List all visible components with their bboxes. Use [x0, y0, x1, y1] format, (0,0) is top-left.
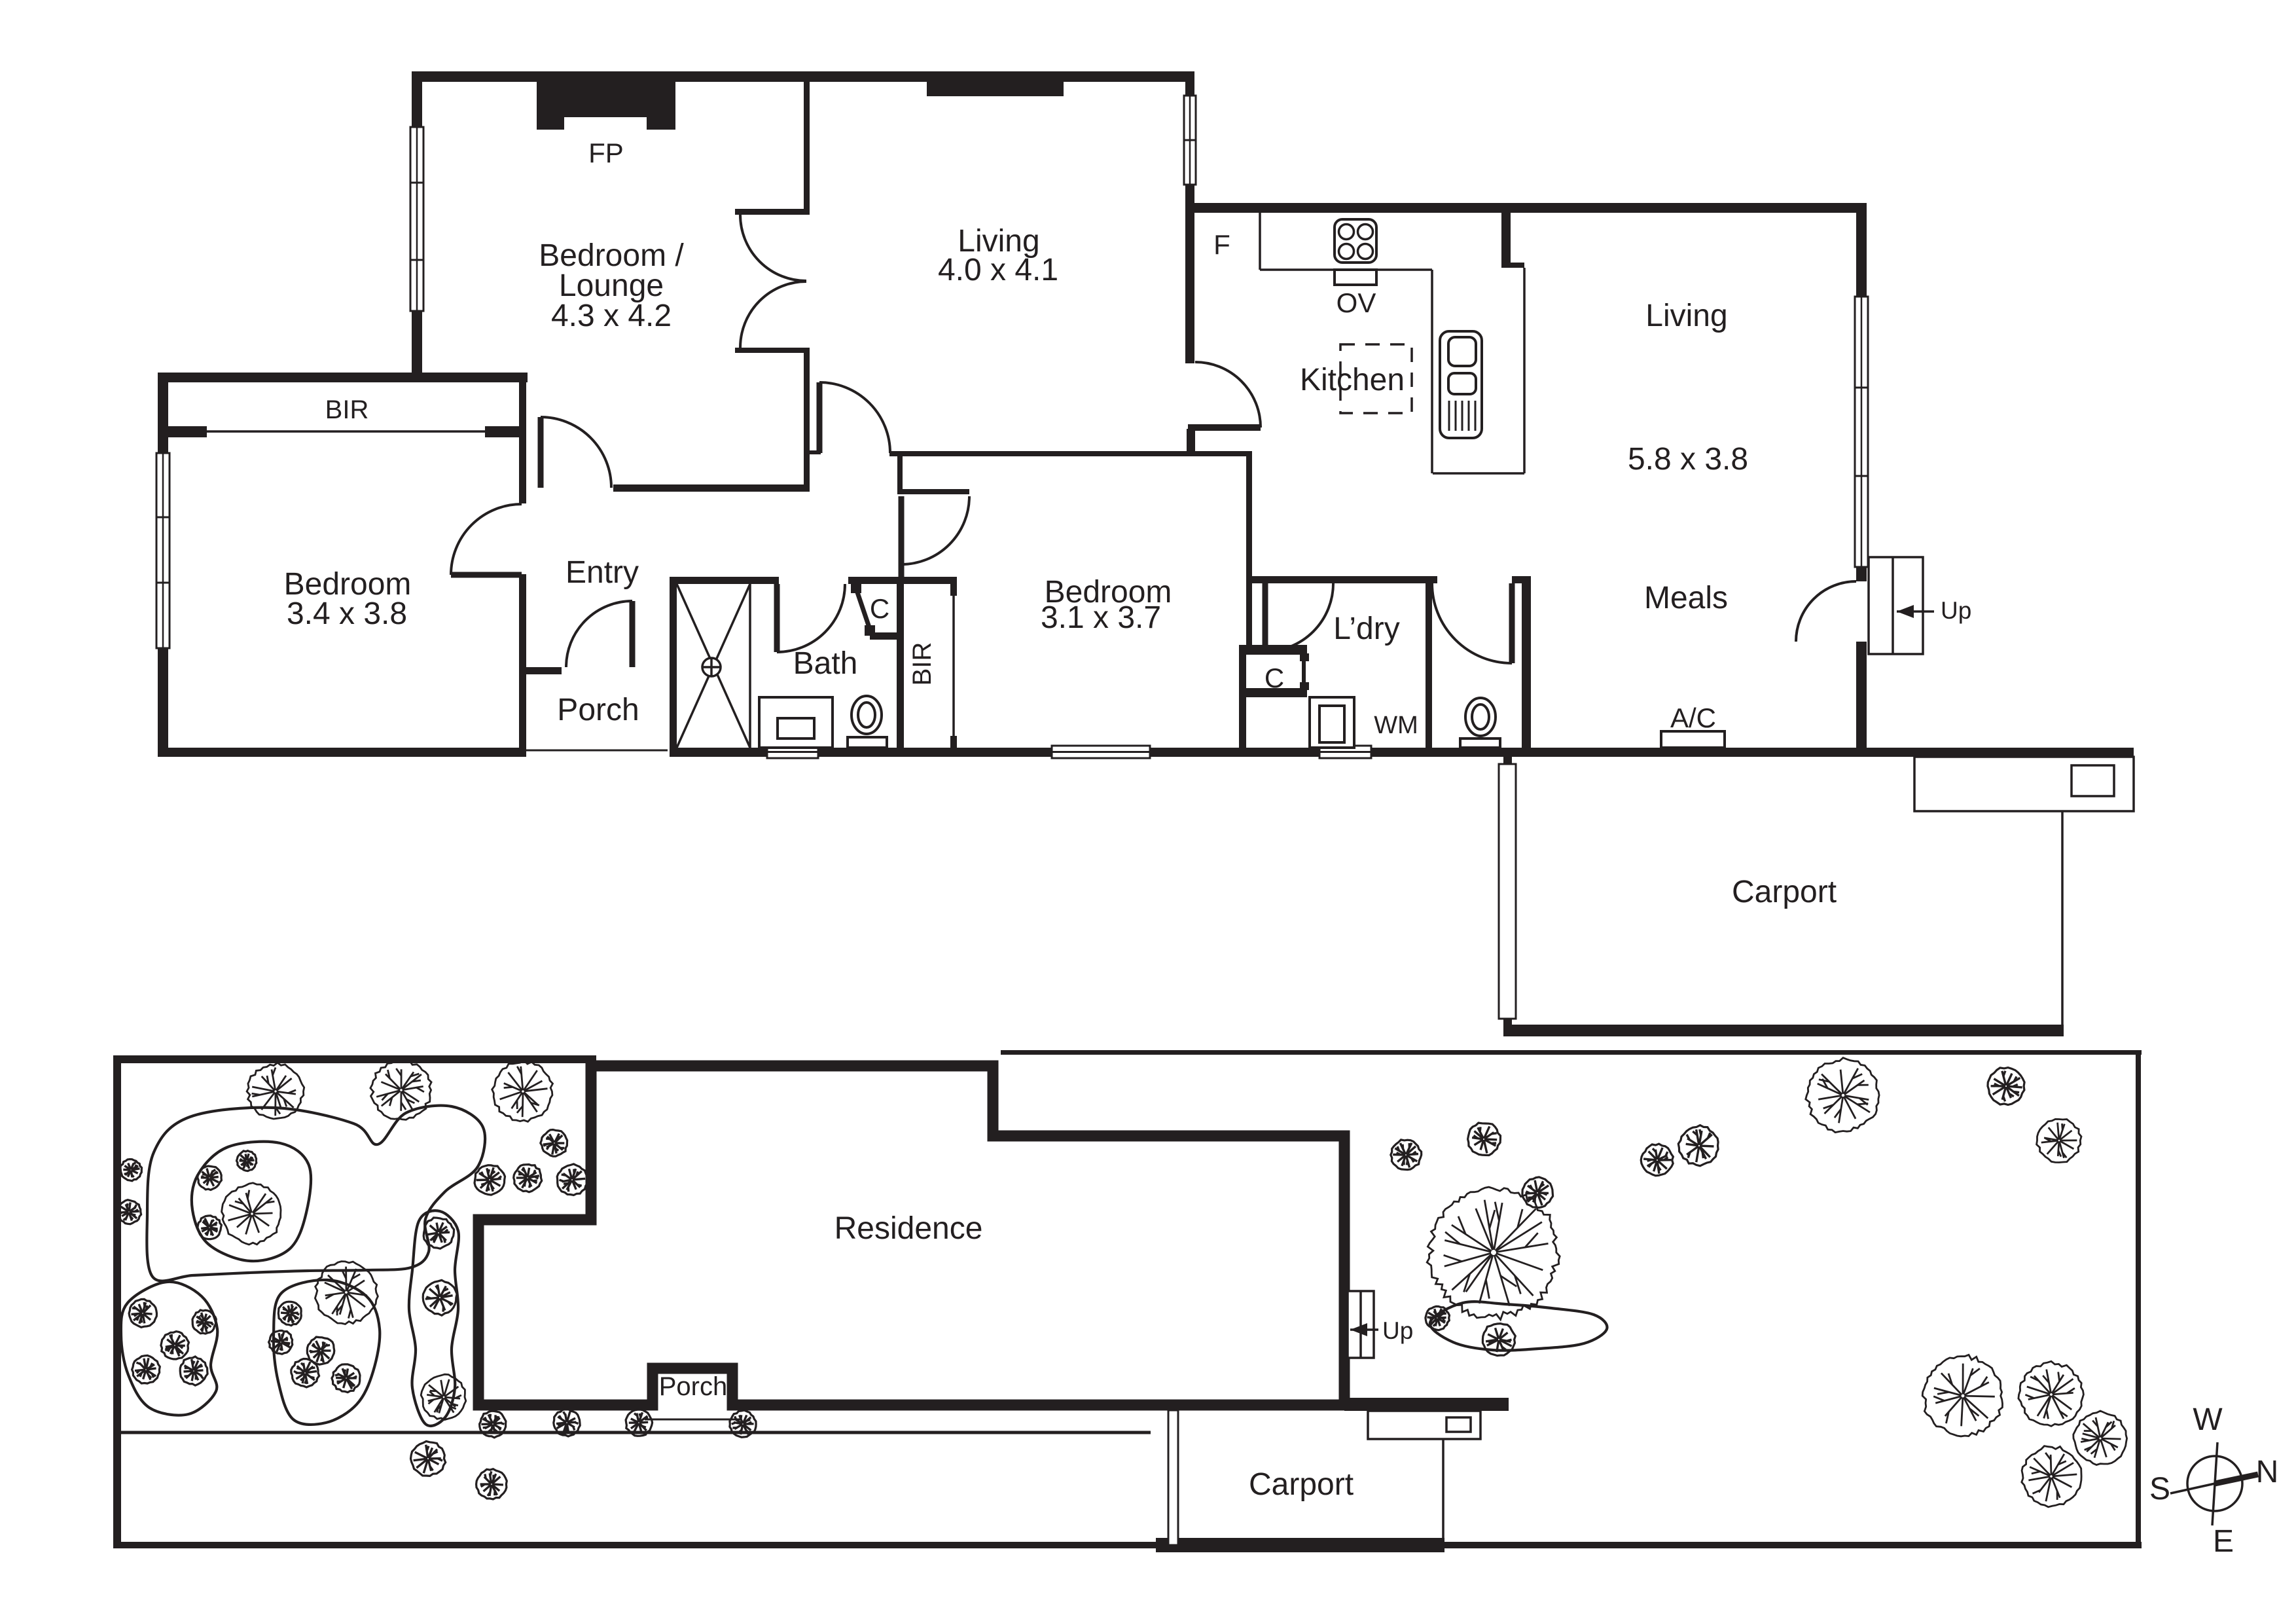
svg-text:Bath: Bath [793, 646, 858, 681]
svg-text:C: C [1265, 663, 1284, 693]
svg-text:Bedroom: Bedroom [1045, 575, 1172, 610]
svg-text:F: F [1213, 229, 1230, 260]
svg-text:BIR: BIR [908, 642, 937, 686]
svg-text:3.4 x 3.8: 3.4 x 3.8 [287, 596, 407, 631]
svg-text:Porch: Porch [659, 1372, 728, 1401]
svg-text:Living: Living [958, 224, 1039, 259]
svg-text:Bedroom /: Bedroom / [539, 238, 684, 273]
svg-text:FP: FP [588, 137, 624, 168]
svg-text:E: E [2213, 1524, 2234, 1559]
svg-text:Lounge: Lounge [559, 268, 664, 303]
svg-text:Up: Up [1941, 597, 1971, 624]
svg-text:4.3 x 4.2: 4.3 x 4.2 [551, 299, 672, 333]
svg-text:BIR: BIR [325, 395, 369, 424]
svg-text:Meals: Meals [1644, 581, 1728, 615]
svg-text:3.1 x 3.7: 3.1 x 3.7 [1041, 600, 1161, 635]
svg-text:L’dry: L’dry [1333, 611, 1399, 646]
svg-text:Carport: Carport [1249, 1467, 1354, 1502]
svg-text:W: W [2193, 1402, 2223, 1437]
svg-text:N: N [2256, 1455, 2279, 1489]
svg-text:Carport: Carport [1732, 875, 1837, 909]
svg-text:Up: Up [1382, 1317, 1413, 1344]
svg-text:A/C: A/C [1670, 702, 1716, 733]
svg-text:C: C [870, 593, 889, 624]
svg-text:Porch: Porch [557, 693, 639, 727]
svg-text:Kitchen: Kitchen [1300, 363, 1405, 397]
svg-text:S: S [2149, 1472, 2170, 1506]
svg-text:4.0 x 4.1: 4.0 x 4.1 [938, 253, 1058, 287]
svg-text:Residence: Residence [834, 1211, 983, 1246]
svg-text:Living: Living [1645, 299, 1727, 333]
svg-text:Bedroom: Bedroom [284, 567, 412, 602]
svg-text:OV: OV [1336, 287, 1376, 318]
svg-text:Entry: Entry [565, 555, 639, 590]
svg-text:WM: WM [1374, 712, 1418, 739]
svg-text:5.8 x 3.8: 5.8 x 3.8 [1628, 442, 1748, 477]
